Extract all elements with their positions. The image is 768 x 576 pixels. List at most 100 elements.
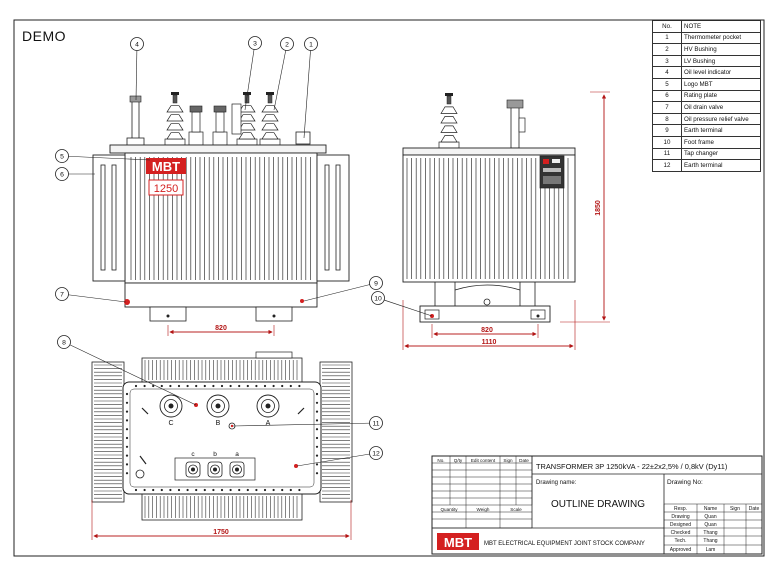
front-foot-right <box>255 306 293 322</box>
notes-row-text: Earth terminal <box>681 159 761 172</box>
callout-marker <box>130 37 144 51</box>
callout-number: 5 <box>60 153 64 160</box>
front-right-radiator <box>316 154 350 282</box>
front-view: MBT 1250 820 <box>92 92 350 336</box>
rev-header: Q/ty <box>454 458 463 463</box>
notes-row-no: 12 <box>652 159 682 172</box>
side-foot-frame <box>419 305 551 323</box>
bottom-header: Weigh <box>477 507 490 512</box>
callout-number: 9 <box>374 280 378 287</box>
top-dim-length: 1750 <box>213 529 229 536</box>
sheet-border <box>13 19 765 557</box>
sign-header: Name <box>704 506 718 512</box>
bottom-header: Scale <box>510 507 522 512</box>
oil-drain-valve <box>124 299 130 305</box>
rating-plate <box>148 179 184 196</box>
notes-row-text: Foot frame <box>681 135 761 149</box>
callout-number: 3 <box>253 40 257 47</box>
sign-role: Tech. <box>675 538 687 544</box>
hv-phase-label: A <box>266 420 271 427</box>
front-dim-width: 820 <box>215 325 227 332</box>
callout-number: 7 <box>60 291 64 298</box>
callout-number: 10 <box>374 295 382 302</box>
notes-row-text: Tap changer <box>681 147 761 161</box>
lv-phase-label: b <box>213 451 217 458</box>
company-logo-box <box>437 533 479 550</box>
callout-marker <box>369 416 383 430</box>
callout-marker <box>304 37 318 51</box>
side-base-skirt <box>434 282 536 306</box>
callout-marker <box>55 149 69 163</box>
sign-name: Thang <box>703 530 717 536</box>
sign-name: Quan <box>704 514 716 520</box>
top-earth-terminal <box>294 464 298 468</box>
sign-header: Sign <box>730 506 740 512</box>
callout-marker <box>371 291 385 305</box>
callout-number: 2 <box>285 41 289 48</box>
rev-header: No. <box>437 458 444 463</box>
title-text: TRANSFORMER 3P 1250kVA - 22±2x2,5% / 0,8… <box>536 462 727 471</box>
callout-marker <box>369 276 383 290</box>
lv-phase-label: a <box>235 451 239 458</box>
callout-marker <box>280 37 294 51</box>
sign-role: Designed <box>670 522 691 528</box>
top-lv-frame <box>174 457 256 481</box>
bottom-header: Quantity <box>440 507 458 512</box>
front-foot-left <box>149 306 187 322</box>
oil-level-indicator <box>126 95 145 149</box>
side-cover <box>402 147 576 156</box>
side-dim-width: 1110 <box>482 339 497 346</box>
notes-row-text: HV Bushing <box>681 43 761 56</box>
rating-plate-text: 1250 <box>154 183 178 195</box>
rev-header: Sign <box>503 458 513 463</box>
callout-marker <box>57 335 71 349</box>
top-right-radiator <box>319 361 353 503</box>
notes-header-row: No. NOTE <box>652 20 761 33</box>
callout-number: 1 <box>309 41 313 48</box>
top-left-radiator <box>91 361 125 503</box>
top-upper-radiator <box>141 351 303 383</box>
side-view: 1850 820 1110 <box>402 91 610 350</box>
sign-role: Checked <box>671 530 691 536</box>
demo-label: DEMO <box>22 28 66 44</box>
front-cover <box>109 144 327 154</box>
thermometer-pocket <box>295 131 311 145</box>
callout-number: 4 <box>135 41 139 48</box>
rev-header: Edit content <box>471 458 496 463</box>
drawing-name-label: Drawing name: <box>536 480 577 486</box>
callout-number: 8 <box>62 339 66 346</box>
sign-header: Date <box>749 506 760 512</box>
front-radiator-fins <box>130 157 311 280</box>
notes-row-text: Thermometer pocket <box>681 31 761 45</box>
hv-phase-label: C <box>168 420 173 427</box>
company-name: MBT ELECTRICAL EQUIPMENT JOINT STOCK COM… <box>484 541 645 547</box>
front-logo-text: MBT <box>152 159 180 174</box>
callout-number: 12 <box>372 450 380 457</box>
callout-number: 6 <box>60 171 64 178</box>
top-lower-radiator <box>141 493 303 521</box>
sign-name: Lam <box>706 547 716 553</box>
sign-role: Approved <box>670 547 692 553</box>
hv-phase-label: B <box>216 420 221 427</box>
earth-terminal-front <box>300 299 304 303</box>
front-logo-box <box>146 158 186 174</box>
side-hv-bushing <box>438 93 460 149</box>
rev-header: Date <box>519 458 529 463</box>
